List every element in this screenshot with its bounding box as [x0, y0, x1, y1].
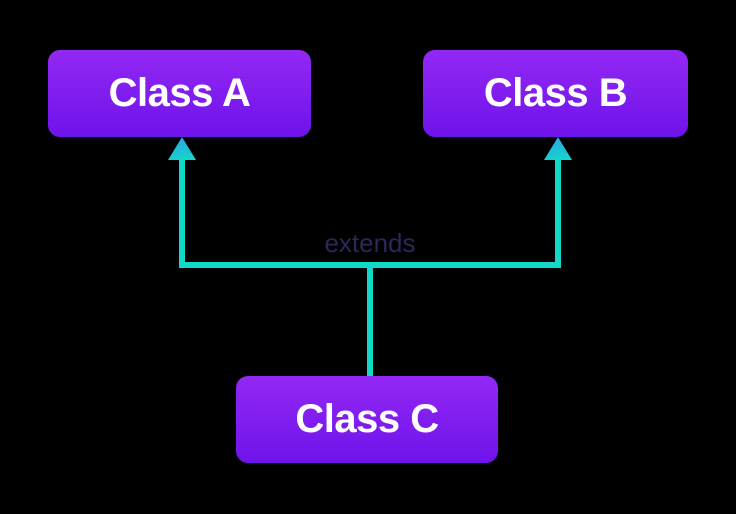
connector-line-left-vertical: [179, 158, 185, 267]
node-class-c: Class C: [236, 376, 498, 463]
arrowhead-up-left-icon: [168, 137, 196, 160]
connector-line-right-vertical: [555, 158, 561, 267]
arrowhead-up-right-icon: [544, 137, 572, 160]
node-class-a: Class A: [48, 50, 311, 137]
node-class-b: Class B: [423, 50, 688, 137]
node-class-b-label: Class B: [483, 71, 628, 115]
connector-line-middle-vertical: [367, 262, 373, 376]
edge-label-extends: extends: [324, 228, 416, 258]
node-class-c-label: Class C: [295, 397, 439, 441]
node-class-a-label: Class A: [108, 71, 251, 115]
